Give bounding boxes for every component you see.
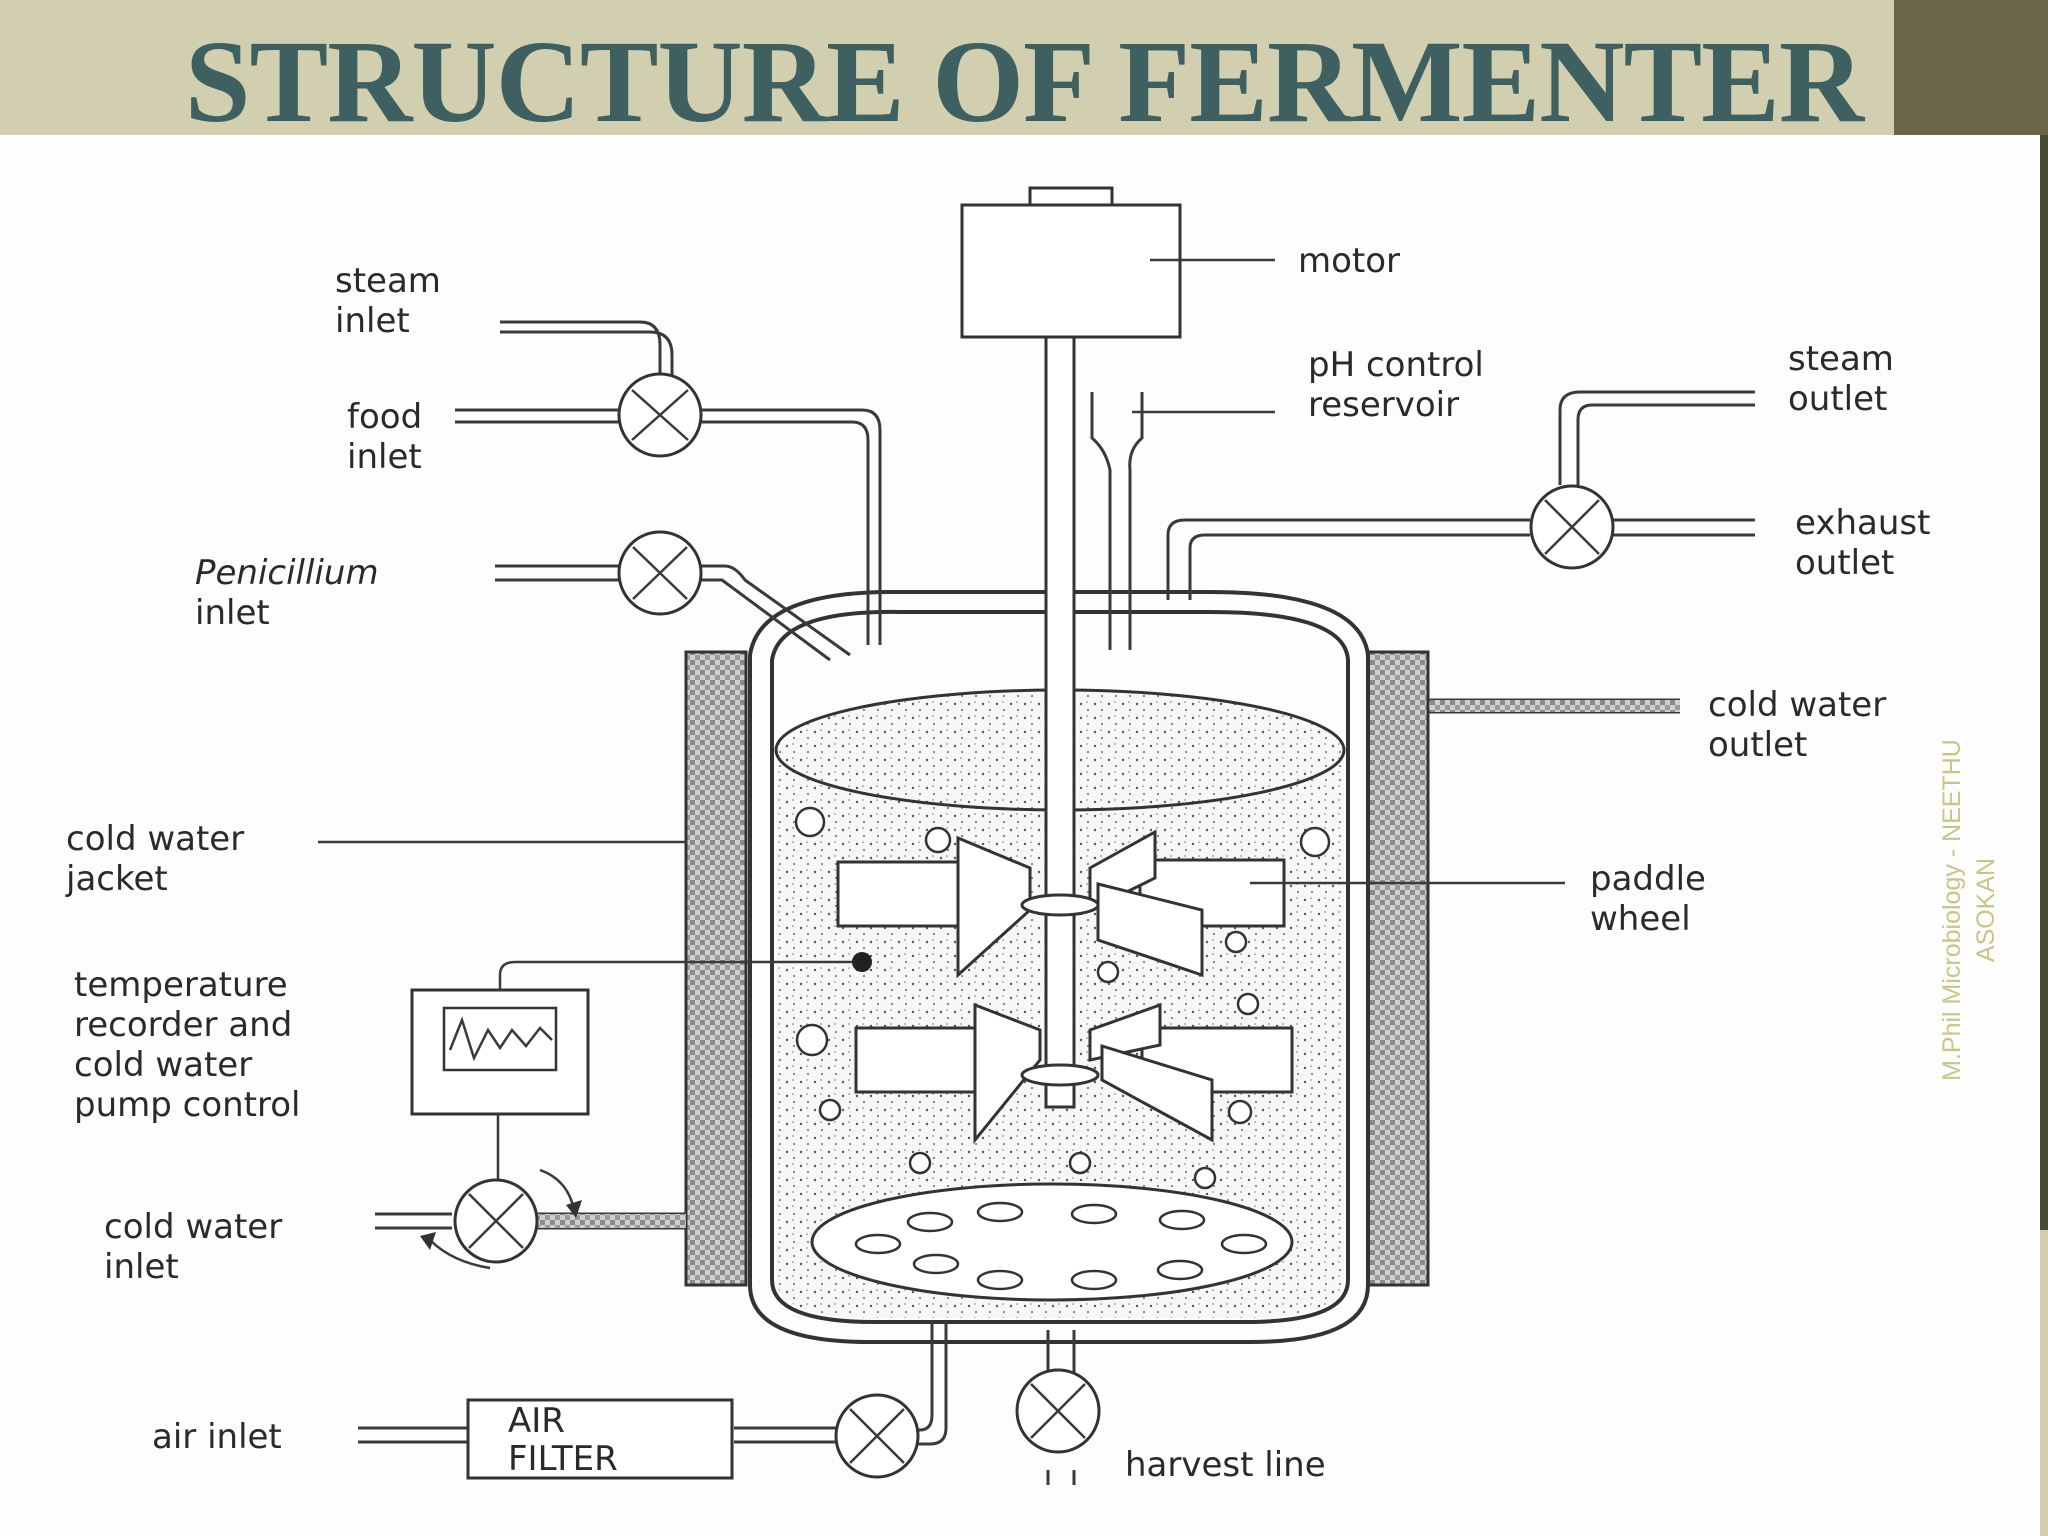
pump-arrow-upper-head	[566, 1200, 582, 1218]
label-cold-water-outlet-line1: cold water	[1708, 685, 1886, 725]
label-air-inlet: air inlet	[152, 1417, 282, 1457]
label-harvest-line: harvest line	[1125, 1445, 1326, 1485]
sparger-holes	[854, 1201, 1268, 1291]
cold-water-inlet-stream	[536, 1214, 686, 1228]
agitator-shaft	[1044, 335, 1076, 1109]
food-inlet-pipe	[455, 408, 882, 645]
label-ph-control-line2: reservoir	[1308, 385, 1459, 425]
vessel-outer-shell	[748, 589, 1370, 1344]
label-cold-water-outlet-line2: outlet	[1708, 725, 1807, 765]
vessel-inner-shell	[770, 609, 1350, 1324]
label-air-filter-line2: FILTER	[508, 1439, 618, 1479]
label-food-inlet-line2: inlet	[347, 437, 422, 477]
label-cold-water-inlet-line1: cold water	[104, 1207, 282, 1247]
slide-title: STRUCTURE OF FERMENTER	[184, 16, 1864, 147]
title-accent-block	[1894, 0, 2048, 135]
air-filter-box	[466, 1398, 734, 1480]
label-air-filter-line1: AIR	[508, 1401, 565, 1441]
ph-reservoir-tube	[1090, 392, 1144, 650]
label-penicillium-inlet-line2: inlet	[195, 593, 270, 633]
label-cold-water-inlet-line2: inlet	[104, 1247, 179, 1287]
harvest-line-pipe	[1046, 1330, 1076, 1485]
label-temperature-recorder-line3: cold water	[74, 1045, 252, 1085]
label-food-inlet-line1: food	[347, 397, 422, 437]
label-exhaust-outlet-line1: exhaust	[1795, 503, 1930, 543]
author-watermark: M.Phil Microbiology - NEETHU ASOKAN	[1905, 700, 2015, 1120]
right-edge-strip	[2040, 135, 2048, 1536]
exhaust-pipe	[1166, 518, 1755, 600]
label-temperature-recorder-line4: pump control	[74, 1085, 301, 1125]
label-steam-inlet-line1: steam	[335, 261, 441, 301]
temperature-probe	[852, 952, 872, 972]
steam-inlet-pipe	[500, 320, 674, 390]
label-steam-outlet-line2: outlet	[1788, 379, 1887, 419]
temperature-probe-wire	[498, 960, 860, 990]
label-paddle-wheel-line2: wheel	[1590, 899, 1691, 939]
label-ph-control-line1: pH control	[1308, 345, 1484, 385]
motor-body	[960, 203, 1182, 339]
temperature-recorder-screen	[442, 1006, 558, 1072]
jacket-left-wall	[684, 650, 748, 1287]
label-motor: motor	[1298, 241, 1400, 281]
label-temperature-recorder-line1: temperature	[74, 965, 288, 1005]
label-temperature-recorder-line2: recorder and	[74, 1005, 292, 1045]
temperature-trace	[448, 1016, 553, 1062]
pump-arrow-lower	[429, 1239, 491, 1270]
air-bubbles	[794, 806, 1331, 1190]
motor-cap	[1028, 186, 1114, 207]
label-exhaust-outlet-line2: outlet	[1795, 543, 1894, 583]
watermark-line1: M.Phil Microbiology - NEETHU	[1938, 739, 1966, 1081]
paddle-wheel-lower	[854, 1002, 1294, 1145]
label-penicillium-inlet-line1: Penicillium	[195, 553, 379, 593]
label-cold-water-jacket-line2: jacket	[65, 859, 168, 899]
label-steam-outlet-line1: steam	[1788, 339, 1894, 379]
label-cold-water-jacket-line1: cold water	[66, 819, 244, 859]
jacket-right-wall	[1366, 650, 1430, 1287]
label-paddle-wheel-line1: paddle	[1590, 859, 1706, 899]
pump-arrow-upper	[539, 1168, 576, 1211]
steam-outlet-pipe	[1558, 390, 1755, 485]
penicillium-inlet-pipe	[495, 564, 851, 662]
air-inlet-pipe	[358, 1320, 948, 1446]
cold-water-outlet-stream	[1430, 700, 1680, 712]
title-bar	[0, 0, 2048, 135]
cold-water-inlet-pipe	[375, 1212, 686, 1230]
right-edge-strip-lower	[2040, 1230, 2048, 1536]
watermark-line2: ASOKAN	[1972, 857, 2000, 963]
pump-arrow-lower-head	[420, 1232, 436, 1250]
label-steam-inlet-line2: inlet	[335, 301, 410, 341]
paddle-wheel-upper	[836, 829, 1286, 979]
